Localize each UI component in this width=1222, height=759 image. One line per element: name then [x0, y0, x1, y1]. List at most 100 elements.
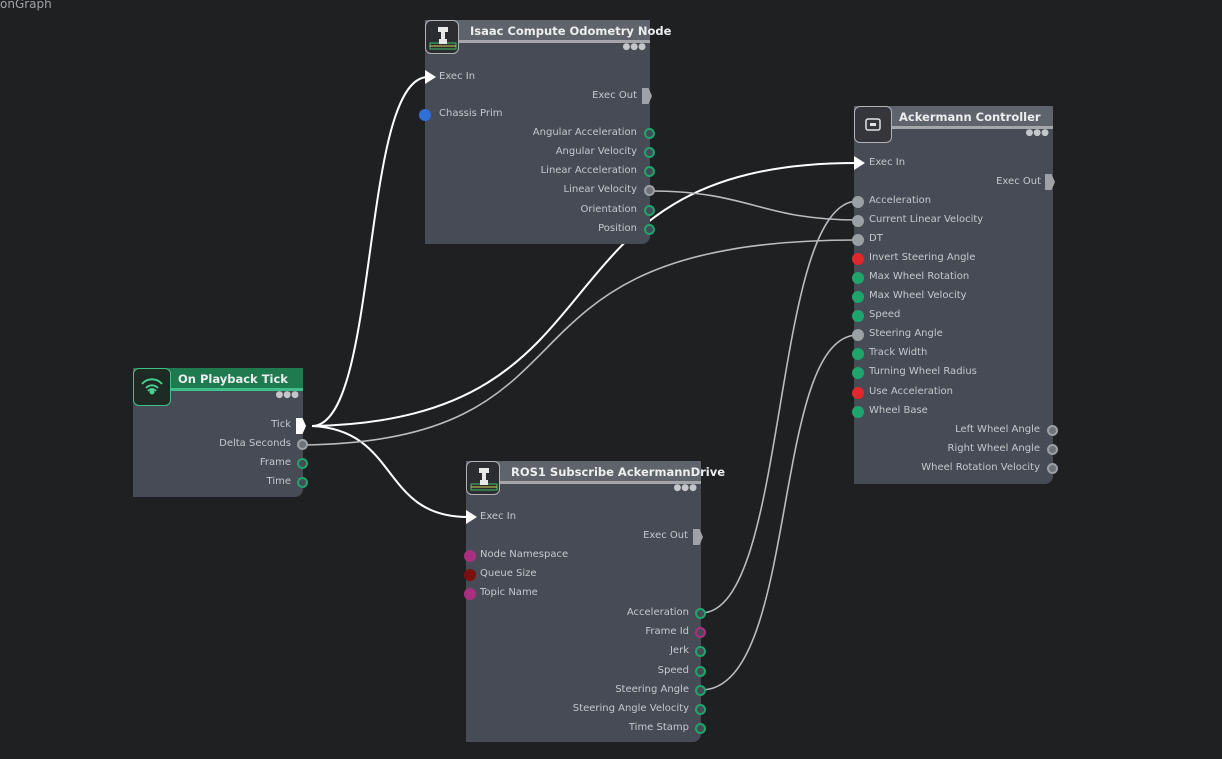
output-pin[interactable]	[644, 224, 655, 235]
exec-out-pin[interactable]	[1045, 174, 1055, 190]
broadcast-icon	[133, 368, 171, 406]
input-pin[interactable]	[852, 291, 864, 303]
output-pin[interactable]	[695, 704, 706, 715]
input-pin[interactable]	[852, 253, 864, 265]
output-pin[interactable]	[695, 608, 706, 619]
input-pin[interactable]	[852, 348, 864, 360]
input-label: Steering Angle	[869, 328, 943, 339]
input-pin[interactable]	[464, 588, 476, 600]
input-pin[interactable]	[852, 234, 864, 246]
output-pin[interactable]	[1047, 425, 1058, 436]
output-label: Time	[266, 476, 291, 487]
input-pin[interactable]	[852, 310, 864, 322]
wire-ros-steer-to-steer	[700, 334, 859, 691]
output-pin[interactable]	[644, 166, 655, 177]
input-label: Max Wheel Rotation	[869, 271, 970, 282]
input-pin[interactable]	[852, 329, 864, 341]
input-label: Turning Wheel Radius	[869, 366, 977, 377]
wire-tick-to-ros-exec	[311, 425, 469, 518]
input-pin[interactable]	[852, 272, 864, 284]
ackermann-controller-node[interactable]: Ackermann Controller ●●● Exec In Exec Ou…	[852, 106, 1058, 484]
exec-out-label: Exec Out	[643, 530, 688, 541]
output-label: Linear Velocity	[563, 184, 638, 195]
input-label: Topic Name	[480, 587, 538, 598]
input-pin[interactable]	[852, 196, 864, 208]
on-playback-tick-node[interactable]: On Playback Tick ●●● Tick Delta Seconds …	[133, 368, 308, 497]
node-title: Ackermann Controller	[899, 110, 1041, 124]
output-label: Frame Id	[645, 626, 689, 637]
output-label: Acceleration	[626, 607, 689, 618]
output-pin[interactable]	[695, 723, 706, 734]
node-title: Isaac Compute Odometry Node	[470, 24, 672, 38]
output-label: Angular Acceleration	[532, 127, 637, 138]
exec-in-pin[interactable]	[425, 70, 436, 84]
output-pin[interactable]	[297, 439, 308, 450]
node-title: On Playback Tick	[178, 372, 288, 386]
output-pin[interactable]	[644, 128, 655, 139]
output-pin[interactable]	[644, 147, 655, 158]
output-label: Position	[598, 223, 637, 234]
input-label: Queue Size	[480, 568, 537, 579]
input-pin[interactable]	[464, 550, 476, 562]
node-header[interactable]	[425, 20, 650, 43]
exec-out-pin[interactable]	[693, 529, 703, 545]
output-pin[interactable]	[695, 627, 706, 638]
more-options-icon[interactable]: ●●●	[673, 483, 697, 493]
robot-arm-icon	[425, 20, 459, 54]
output-label: Speed	[657, 665, 689, 676]
wire-linvel-to-current-linvel	[649, 190, 859, 221]
exec-out-pin[interactable]	[642, 88, 652, 104]
output-label: Orientation	[580, 204, 637, 215]
node-header[interactable]	[854, 106, 1053, 129]
output-pin[interactable]	[1047, 463, 1058, 474]
input-pin[interactable]	[852, 367, 864, 379]
input-label: Acceleration	[869, 195, 932, 206]
input-pin[interactable]	[852, 406, 864, 418]
exec-in-label: Exec In	[439, 71, 476, 82]
input-label: Chassis Prim	[439, 108, 503, 119]
exec-out-label: Exec Out	[592, 90, 637, 101]
output-pin[interactable]	[297, 458, 308, 469]
output-pin[interactable]	[1047, 444, 1058, 455]
output-label: Time Stamp	[628, 722, 689, 733]
input-label: DT	[869, 233, 883, 244]
wire-tick-to-odometry-exec	[311, 76, 429, 427]
exec-in-pin[interactable]	[854, 156, 865, 170]
input-pin[interactable]	[852, 387, 864, 399]
wire-delta-to-dt	[303, 239, 859, 446]
output-pin[interactable]	[695, 646, 706, 657]
input-label: Wheel Base	[869, 405, 928, 416]
output-label: Steering Angle Velocity	[572, 703, 689, 714]
node-header[interactable]	[466, 461, 701, 484]
input-label: Speed	[869, 309, 901, 320]
exec-out-label: Exec Out	[996, 176, 1041, 187]
input-pin[interactable]	[852, 215, 864, 227]
output-label: Tick	[271, 419, 291, 430]
more-options-icon[interactable]: ●●●	[1025, 128, 1049, 138]
more-options-icon[interactable]: ●●●	[622, 42, 646, 52]
output-pin[interactable]	[644, 185, 655, 196]
exec-in-pin[interactable]	[466, 510, 477, 524]
output-label: Linear Acceleration	[540, 165, 637, 176]
controller-icon	[854, 106, 892, 143]
node-header[interactable]	[133, 368, 303, 391]
more-options-icon[interactable]: ●●●	[275, 390, 299, 400]
wire-ros-accel-to-accel	[700, 200, 859, 614]
output-pin[interactable]	[695, 666, 706, 677]
output-pin[interactable]	[297, 477, 308, 488]
robot-arm-icon	[466, 461, 500, 495]
ros1-subscribe-ackermann-node[interactable]: ROS1 Subscribe AckermannDrive ●●● Exec I…	[464, 461, 725, 742]
output-label: Wheel Rotation Velocity	[921, 462, 1040, 473]
output-label: Left Wheel Angle	[955, 424, 1040, 435]
tick-exec-pin[interactable]	[296, 418, 306, 434]
output-pin[interactable]	[644, 205, 655, 216]
input-label: Current Linear Velocity	[869, 214, 984, 225]
chassis-prim-pin[interactable]	[419, 109, 431, 121]
output-label: Steering Angle	[615, 684, 689, 695]
output-pin[interactable]	[695, 685, 706, 696]
input-label: Max Wheel Velocity	[869, 290, 967, 301]
input-label: Track Width	[869, 347, 928, 358]
odometry-node[interactable]: Isaac Compute Odometry Node ●●● Exec In …	[419, 20, 671, 244]
input-pin[interactable]	[464, 569, 476, 581]
output-label: Jerk	[669, 645, 689, 656]
